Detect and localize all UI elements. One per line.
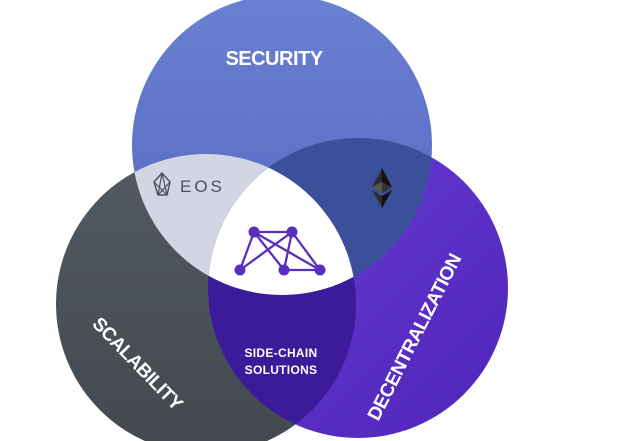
center-overlap <box>208 154 356 295</box>
eos-logo <box>153 172 171 196</box>
side-chain-label-line1: SIDE-CHAIN <box>244 346 317 360</box>
network-m-logo <box>234 226 326 276</box>
ethereum-logo <box>372 168 392 208</box>
side-chain-label-line2: SOLUTIONS <box>245 363 318 377</box>
security-label: SECURITY <box>225 48 323 70</box>
eos-text: EOS <box>180 177 225 196</box>
